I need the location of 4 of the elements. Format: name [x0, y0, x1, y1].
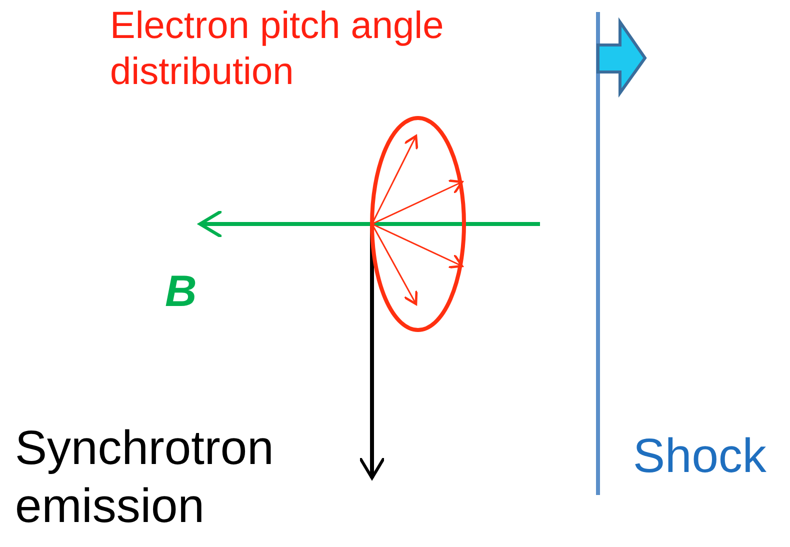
emission-label: Synchrotron emission: [15, 422, 274, 533]
heading-label: Electron pitch angle distribution: [110, 5, 444, 93]
shock-label: Shock: [633, 430, 766, 483]
field-label: B: [165, 267, 197, 316]
